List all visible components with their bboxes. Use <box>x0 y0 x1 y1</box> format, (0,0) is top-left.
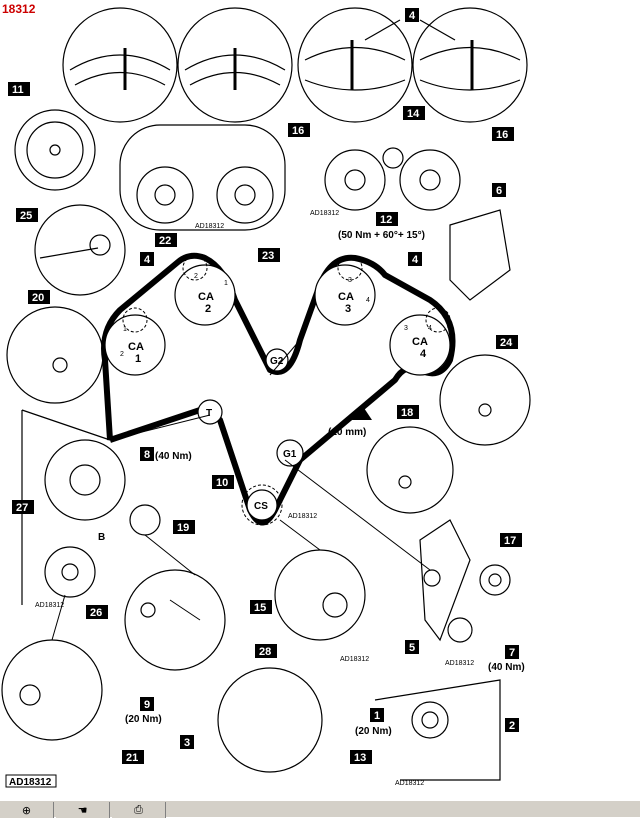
callout-27: 27 <box>16 502 28 514</box>
pulley-ca3-num: 3 <box>345 303 351 315</box>
drawing-code-main: AD18312 <box>9 777 52 788</box>
belt-gap: (10 mm) <box>328 427 366 438</box>
pulley-ca2-name: CA <box>198 291 214 303</box>
callout-3: 3 <box>184 737 190 749</box>
callout-16-left: 16 <box>292 125 304 137</box>
callout-26: 26 <box>90 607 102 619</box>
drawing-code-f: AD18312 <box>445 660 474 667</box>
pulley-b: B <box>98 532 105 543</box>
drawing-code-a: AD18312 <box>195 223 224 230</box>
hand-icon: ☚ <box>77 803 88 817</box>
drawing-code-g: AD18312 <box>395 780 424 787</box>
callout-1: 1 <box>374 710 380 722</box>
torque-9: (20 Nm) <box>125 714 162 725</box>
detail-circle-top-left-2 <box>177 7 293 123</box>
timing-belt <box>101 252 456 526</box>
callout-19: 19 <box>177 522 189 534</box>
callout-25: 25 <box>20 210 32 222</box>
pulley-ca2-mark-a: 2 <box>194 273 198 280</box>
torque-1: (20 Nm) <box>355 726 392 737</box>
callout-11: 11 <box>12 84 24 96</box>
hand-button[interactable]: ☚ <box>56 802 110 818</box>
callout-23: 23 <box>262 250 274 262</box>
torque-8: (40 Nm) <box>155 451 192 462</box>
drawing-code-d: AD18312 <box>35 602 64 609</box>
figure-reference: 18312 <box>2 2 36 16</box>
callout-13: 13 <box>354 752 366 764</box>
print-button[interactable]: ⎙ <box>112 802 166 818</box>
pulley-cs: CS <box>254 501 268 512</box>
callout-24: 24 <box>500 337 513 349</box>
callout-8: 8 <box>144 449 150 461</box>
drawing-code-c: AD18312 <box>288 513 317 520</box>
callout-16-right: 16 <box>496 129 508 141</box>
callout-4-top: 4 <box>409 10 416 22</box>
callout-17: 17 <box>504 535 516 547</box>
pulley-t: T <box>206 408 212 419</box>
pulley-ca4-mark-b: 4 <box>428 325 432 332</box>
pulley-ca3-name: CA <box>338 291 354 303</box>
callout-9: 9 <box>144 699 150 711</box>
callout-10: 10 <box>216 477 228 489</box>
timing-belt-diagram: CA 1 2 1 CA 2 2 1 CA 3 3 4 CA 4 3 4 G2 T… <box>1 7 531 788</box>
magnifier-icon: ⊕ <box>21 803 32 817</box>
torque-7: (40 Nm) <box>488 662 525 673</box>
pulley-ca4-name: CA <box>412 336 428 348</box>
pulley-ca4-mark-a: 3 <box>404 325 408 332</box>
callout-2: 2 <box>509 720 515 732</box>
pulley-ca2-mark-b: 1 <box>224 280 228 287</box>
callout-20: 20 <box>32 292 44 304</box>
callout-12: 12 <box>380 214 392 226</box>
callout-boxes: 1 2 3 4 4 4 5 6 7 8 9 10 11 12 13 14 15 … <box>8 8 522 764</box>
pulley-ca1-name: CA <box>128 341 144 353</box>
pulley-ca1-mark-b: 1 <box>123 326 127 333</box>
drawing-code-b: AD18312 <box>310 210 339 217</box>
callout-28: 28 <box>259 646 271 658</box>
print-icon: ⎙ <box>134 803 143 816</box>
callout-14: 14 <box>407 108 420 120</box>
callout-15: 15 <box>254 602 266 614</box>
drawing-code-e: AD18312 <box>340 656 369 663</box>
detail-circle-top-left-1 <box>62 7 178 123</box>
pulley-g1: G1 <box>283 449 297 460</box>
pulley-ca3-mark-b: 4 <box>366 297 370 304</box>
torque-12: (50 Nm + 60°+ 15°) <box>338 230 425 241</box>
callout-6: 6 <box>496 185 502 197</box>
pulley-ca4-num: 4 <box>420 348 427 360</box>
callout-4-right: 4 <box>412 254 419 266</box>
magnifier-button[interactable]: ⊕ <box>0 802 54 818</box>
callout-21: 21 <box>126 752 138 764</box>
callout-5: 5 <box>409 642 415 654</box>
arrow-marker <box>352 405 372 420</box>
callout-7: 7 <box>509 647 515 659</box>
pulley-ca2-num: 2 <box>205 303 211 315</box>
callout-18: 18 <box>401 407 413 419</box>
viewer-toolbar: ⊕ ☚ ⎙ <box>0 800 640 818</box>
pulley-ca1-num: 1 <box>135 353 141 365</box>
callout-4-left: 4 <box>144 254 151 266</box>
callout-22: 22 <box>159 235 171 247</box>
pulley-g2: G2 <box>270 356 284 367</box>
pulley-ca3-mark-a: 3 <box>348 277 352 284</box>
pulley-ca1-mark-a: 2 <box>120 351 124 358</box>
